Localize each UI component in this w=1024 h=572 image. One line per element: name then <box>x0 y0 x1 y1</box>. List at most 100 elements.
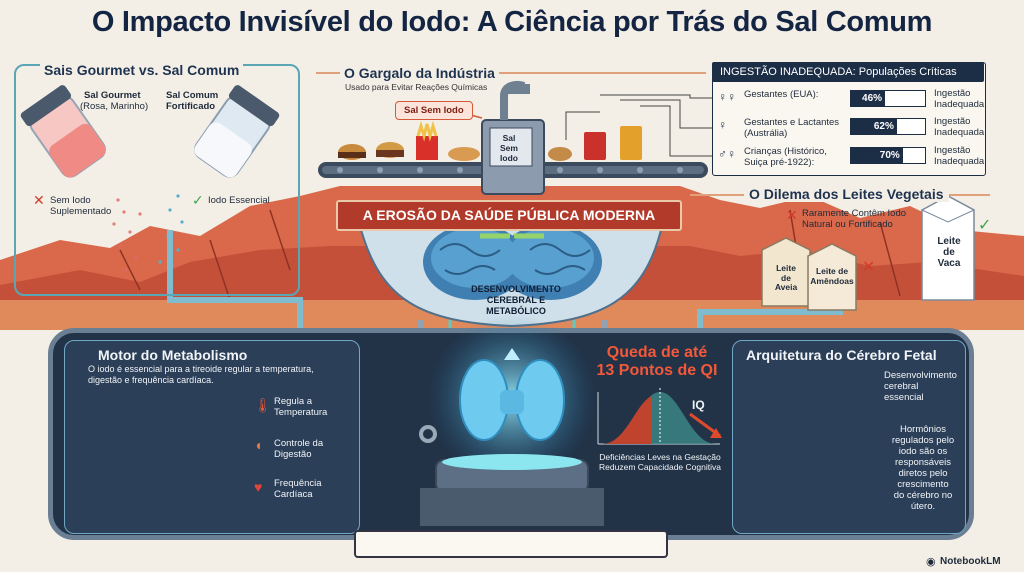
intake-result-1: Ingestão <box>934 145 971 156</box>
cow-milk-label-line: Vaca <box>937 258 961 269</box>
intake-group: Crianças (Histórico, <box>744 146 827 157</box>
common-salt-label: Sal Comum <box>166 90 219 101</box>
fetal-brain-title: Arquitetura do Cérebro Fetal <box>746 347 937 363</box>
plant-milk-x-icon: ✕ <box>862 259 875 276</box>
intake-group-2: (Austrália) <box>744 128 788 139</box>
gourmet-panel-title: Sais Gourmet vs. Sal Comum <box>40 62 244 78</box>
essential-iodine-label: Iodo Essencial <box>208 195 270 206</box>
almond-milk-label-line: Leite de <box>815 266 849 276</box>
intake-result-2: Inadequada <box>934 127 985 138</box>
fetal-note-1: Desenvolvimento cerebral essencial <box>884 370 957 403</box>
iq-description: Deficiências Leves na Gestação Reduzem C… <box>580 452 740 472</box>
intake-bar: 70% <box>850 147 926 164</box>
thermometer-icon: 🌡 <box>254 397 272 413</box>
brain-development-label: DESENVOLVIMENTO CEREBRAL E METABÓLICO <box>456 284 576 317</box>
almond-milk-label: Leite de Amêndoas <box>806 266 858 286</box>
iq-title-line: 13 Pontos de QI <box>596 362 718 379</box>
oat-milk-label: Leite de Aveia <box>764 263 808 293</box>
cow-milk-check-icon: ✓ <box>978 217 991 234</box>
iq-title-line: Queda de até <box>606 344 708 361</box>
heart-rate-label-1: Frequência <box>274 478 322 489</box>
metabolism-title: Motor do Metabolismo <box>98 347 248 363</box>
fetal-note-line: diretos pelo <box>898 468 948 479</box>
intake-bar: 46% <box>850 90 926 107</box>
fetal-note-line: útero. <box>910 501 936 512</box>
cow-milk-label: Leite de Vaca <box>924 236 974 269</box>
intake-bar-fill: 70% <box>851 148 903 163</box>
intake-group-2: Suiça pré-1922): <box>744 157 815 168</box>
intake-group: Gestantes (EUA): <box>744 89 819 100</box>
no-iodine-sub: Suplementado <box>50 206 112 217</box>
essential-check-icon: ✓ <box>192 192 204 208</box>
no-iodine-salt-badge: Sal Sem Iodo <box>395 101 473 120</box>
digestion-label-1: Controle da <box>274 438 324 449</box>
fetal-note-line: Desenvolvimento <box>884 370 957 381</box>
machine-label-line: Iodo <box>500 153 518 163</box>
intake-group: Gestantes e Lactantes <box>744 117 840 128</box>
gourmet-panel <box>14 64 300 296</box>
digestion-label-2: Digestão <box>274 449 312 460</box>
rarely-iodine-x-icon: ✕ <box>786 207 798 223</box>
intake-result-1: Ingestão <box>934 116 971 127</box>
plant-milk-note1: Raramente Contêm Iodo <box>802 208 907 219</box>
fetal-note-line: responsáveis <box>895 457 951 468</box>
erosion-banner: A EROSÃO DA SAÚDE PÚBLICA MODERNA <box>336 200 682 231</box>
intake-bar-fill: 46% <box>851 91 886 106</box>
fetal-note-2: Hormônios regulados pelo iodo são os res… <box>884 424 962 512</box>
heart-icon: ♥ <box>254 479 263 495</box>
fetal-note-line: essencial <box>884 392 924 403</box>
fetal-note-line: iodo são os <box>898 446 948 457</box>
cow-milk-label-line: de <box>943 247 955 258</box>
iq-drop-title: Queda de até 13 Pontos de QI <box>582 344 732 380</box>
population-icon: ♂♀ <box>718 147 736 161</box>
iq-desc-line: Reduzem Capacidade Cognitiva <box>599 462 721 472</box>
brain-label-line: DESENVOLVIMENTO <box>471 284 561 294</box>
temperature-label-2: Temperatura <box>274 407 328 418</box>
temperature-label-1: Regula a <box>274 396 313 407</box>
brain-illustration <box>423 224 602 300</box>
machine-label: Sal Sem Iodo <box>494 133 524 163</box>
fetal-note-line: cerebral <box>884 381 919 392</box>
fetal-brain-panel <box>732 340 966 534</box>
salt-machine <box>481 81 545 195</box>
metabolism-description: O iodo é essencial para a tireoide regul… <box>88 364 314 385</box>
almond-milk-carton <box>807 243 857 311</box>
oat-milk-label-line: Leite <box>776 263 796 273</box>
gourmet-salt-sub: (Rosa, Marinho) <box>80 101 149 112</box>
metabolism-panel <box>64 340 360 534</box>
heart-rate-label-2: Cardíaca <box>274 489 313 500</box>
no-iodine-label: Sem Iodo <box>50 195 91 206</box>
machine-label-line: Sem <box>500 143 518 153</box>
industry-subtitle: Usado para Evitar Reações Químicas <box>345 82 488 92</box>
intake-bar: 62% <box>850 118 926 135</box>
common-salt-shaker <box>194 85 280 178</box>
intake-header: INGESTÃO INADEQUADA: Populações Críticas <box>712 62 984 82</box>
iq-bell-curve <box>597 388 722 445</box>
glowing-thyroid <box>459 348 565 441</box>
brain-label-line: CEREBRAL E METABÓLICO <box>486 295 546 316</box>
gourmet-salt-shaker <box>20 85 106 178</box>
almond-milk-label-line: Amêndoas <box>810 276 854 286</box>
result-box <box>354 530 668 558</box>
industry-divider <box>316 72 706 74</box>
intake-result-1: Ingestão <box>934 88 971 99</box>
plant-milk-note2: Natural ou Fortificado <box>802 219 893 230</box>
plant-milk-title: O Dilema dos Leites Vegetais <box>744 186 949 202</box>
stomach-icon: ◖ <box>254 437 263 453</box>
iq-axis-label: IQ <box>692 398 705 412</box>
fetal-note-line: crescimento <box>897 479 949 490</box>
fetal-note-line: do cérebro no <box>893 490 953 501</box>
intake-result-2: Inadequada <box>934 99 985 110</box>
oat-milk-label-line: Aveia <box>774 282 798 292</box>
no-iodine-x-icon: ✕ <box>33 192 45 208</box>
page-title: O Impacto Invisível do Iodo: A Ciência p… <box>91 6 933 38</box>
fetal-note-line: Hormônios <box>900 424 946 435</box>
common-salt-sub: Fortificado <box>166 101 216 112</box>
processed-foods <box>338 120 642 161</box>
machine-label-line: Sal <box>502 133 516 143</box>
cow-milk-label-line: Leite <box>937 236 961 247</box>
industry-title: O Gargalo da Indústria <box>340 65 499 81</box>
population-icon: ♀ <box>718 118 727 132</box>
iq-desc-line: Deficiências Leves na Gestação <box>599 452 721 462</box>
brand-label: NotebookLM <box>940 556 1001 567</box>
